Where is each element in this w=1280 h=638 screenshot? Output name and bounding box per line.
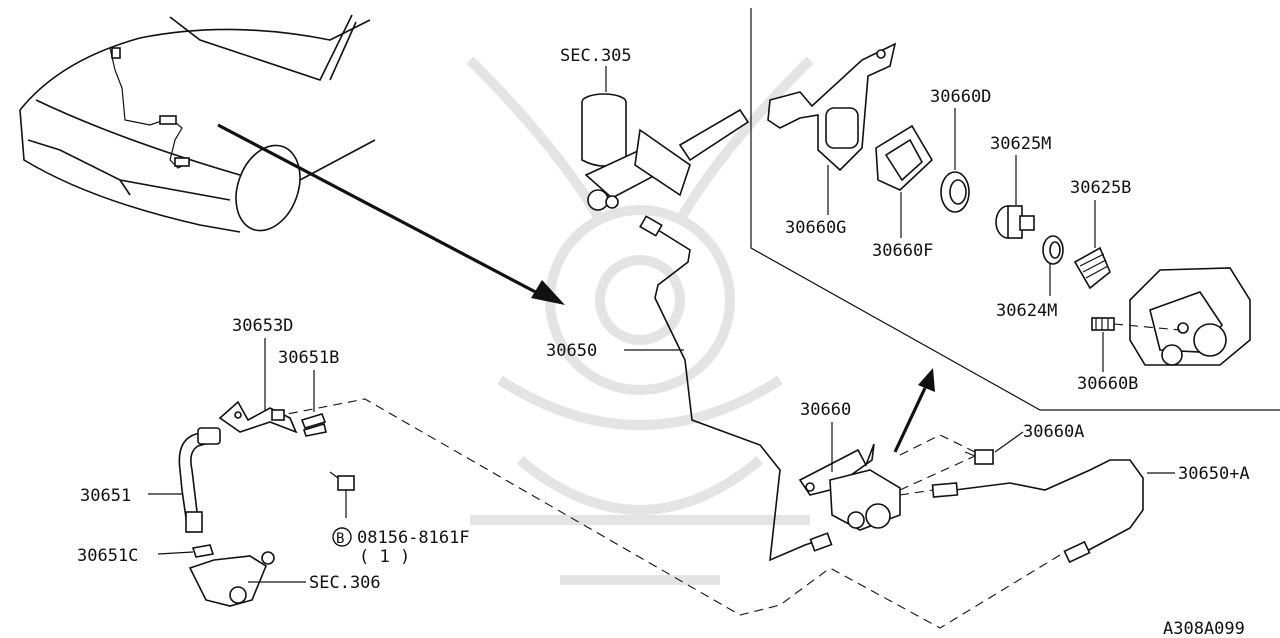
washer-30651C-icon[interactable] (191, 544, 215, 558)
clip-30651B-icon[interactable] (300, 413, 327, 437)
clutch-tube (649, 224, 821, 562)
clutch-hose-icon[interactable] (178, 427, 221, 533)
label-30653D[interactable]: 30653D (232, 316, 293, 336)
figure-reference: A308A099 (1163, 619, 1245, 638)
sec306-cylinder-icon[interactable] (188, 551, 275, 607)
location-arrow (217, 123, 565, 305)
label-30660[interactable]: 30660 (800, 400, 851, 420)
label-30624M[interactable]: 30624M (996, 301, 1057, 321)
clutch-hose-upper (954, 459, 1144, 553)
bolt-badge-letter: B (336, 531, 344, 547)
label-30651B[interactable]: 30651B (278, 348, 339, 368)
operating-cylinder-icon[interactable] (1129, 267, 1251, 366)
bleeder-30660B-icon[interactable] (1091, 317, 1115, 331)
slave-cylinder-icon[interactable] (829, 469, 901, 531)
sec305-label[interactable]: SEC.305 (560, 46, 632, 66)
cup-30660D-icon[interactable] (940, 171, 970, 213)
label-30625B[interactable]: 30625B (1070, 178, 1131, 198)
label-30651C[interactable]: 30651C (77, 546, 138, 566)
tube-fitting-bottom (809, 532, 833, 552)
bolt-part-label[interactable]: 08156-8161F (357, 528, 470, 548)
tube-fitting-top (639, 215, 663, 237)
label-30660B[interactable]: 30660B (1077, 374, 1138, 394)
hose-fitting-b (1063, 540, 1091, 564)
assembly-boundary (229, 398, 831, 616)
boot-30625B-icon[interactable] (1073, 246, 1111, 290)
label-30660G[interactable]: 30660G (785, 218, 846, 238)
label-30651[interactable]: 30651 (80, 486, 131, 506)
cup-30624M-icon[interactable] (1042, 235, 1064, 265)
sec306-label[interactable]: SEC.306 (309, 573, 381, 593)
gasket-30660F-icon[interactable] (875, 124, 934, 191)
bolt-icon[interactable] (329, 471, 355, 518)
label-30650A[interactable]: 30650+A (1178, 464, 1250, 484)
hose-fitting-a (931, 482, 959, 498)
car-front-sketch (19, 14, 376, 233)
master-cylinder-icon[interactable] (581, 93, 750, 211)
label-30650[interactable]: 30650 (546, 341, 597, 361)
bolt-quantity: ( 1 ) (359, 547, 410, 567)
label-30625M[interactable]: 30625M (990, 134, 1051, 154)
detail-frame (750, 8, 1280, 411)
bolt-badge (332, 527, 352, 547)
label-30660A[interactable]: 30660A (1023, 422, 1084, 442)
detail-arrow (893, 368, 935, 453)
bracket-30653D-icon[interactable] (218, 400, 298, 434)
bolt-30660A-icon[interactable] (964, 449, 994, 465)
bracket-30660-icon[interactable] (798, 443, 875, 496)
piston-30625M-icon[interactable] (995, 205, 1035, 239)
bracket-30660G-icon[interactable] (767, 42, 897, 172)
label-30660D[interactable]: 30660D (930, 87, 991, 107)
watermark-crest (466, 56, 814, 585)
label-30660F[interactable]: 30660F (872, 241, 933, 261)
